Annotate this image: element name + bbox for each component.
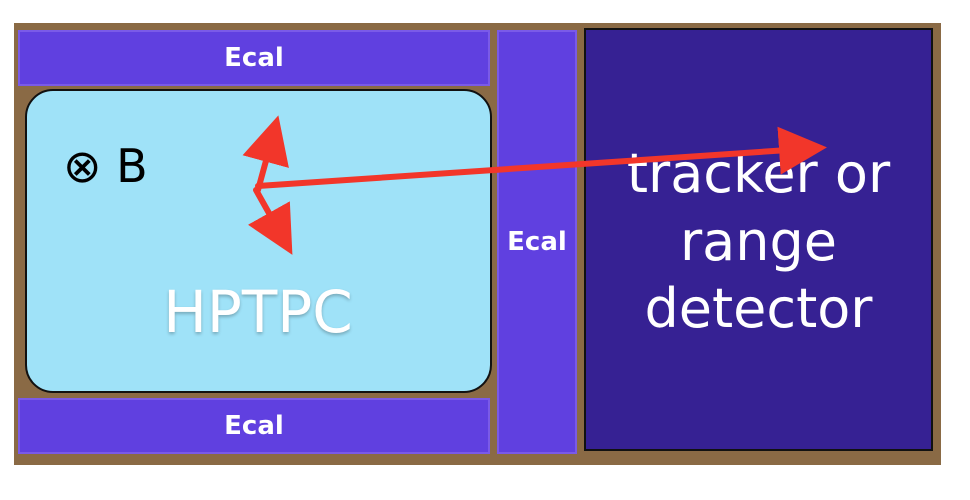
hptpc-chamber: ⊗ B HPTPC <box>25 89 492 393</box>
tracker-label-line-3: detector <box>644 277 873 340</box>
tracker-label-line-2: range <box>679 209 838 273</box>
tracker-label-line-1: tracker or <box>626 142 891 205</box>
tracker-or-range-detector: tracker or range detector <box>584 28 933 451</box>
ecal-top: Ecal <box>18 30 490 86</box>
ecal-middle: Ecal <box>497 30 577 454</box>
ecal-bottom-label: Ecal <box>224 411 284 441</box>
ecal-top-label: Ecal <box>224 43 284 73</box>
hptpc-label: HPTPC <box>163 278 353 346</box>
tracker-label: tracker or range detector <box>586 140 931 343</box>
magnetic-field-label: ⊗ B <box>63 139 148 193</box>
ecal-bottom: Ecal <box>18 398 490 454</box>
ecal-middle-label: Ecal <box>507 227 567 257</box>
